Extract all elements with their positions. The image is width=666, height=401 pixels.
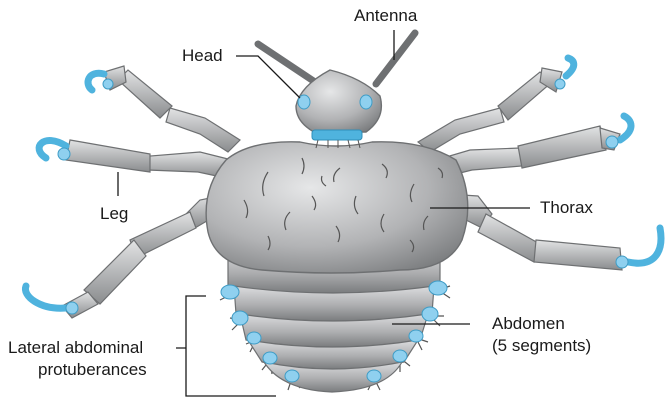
label-head: Head: [182, 46, 223, 66]
label-thorax: Thorax: [540, 198, 593, 218]
label-abdomen: Abdomen: [492, 314, 565, 334]
neck-band: [312, 130, 362, 140]
label-lateral-line2: protuberances: [38, 360, 147, 380]
label-abdomen-sub: (5 segments): [492, 336, 591, 356]
label-antenna: Antenna: [354, 6, 417, 26]
label-leg: Leg: [100, 204, 128, 224]
label-lateral-line1: Lateral abdominal: [8, 338, 143, 358]
thorax-shape: [206, 142, 468, 273]
